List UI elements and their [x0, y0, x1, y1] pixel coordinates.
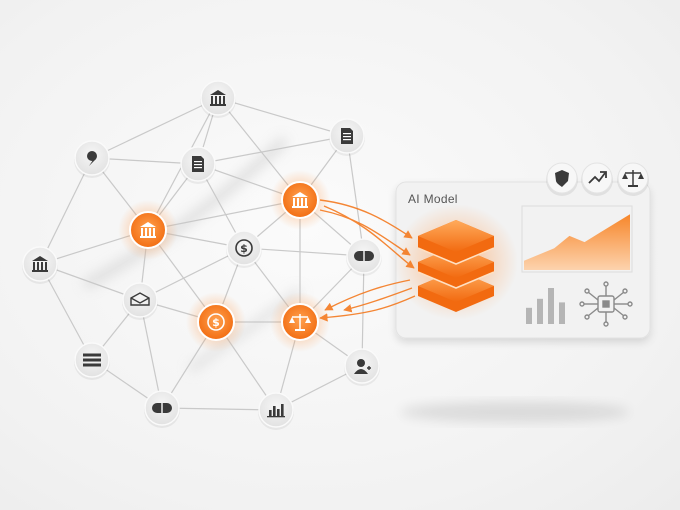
svg-text:$: $	[212, 316, 220, 329]
bar-chart-icon	[267, 404, 285, 418]
panel-area-chart	[521, 205, 633, 273]
dollar-icon: $	[207, 313, 225, 331]
network-edge	[161, 407, 277, 411]
node-bank-orange-left	[118, 200, 178, 260]
node-bank-top	[200, 80, 236, 118]
panel-title: AI Model	[408, 192, 458, 206]
bank-icon	[292, 192, 308, 208]
node-dollar-grey: $	[226, 230, 262, 268]
node-dollar-orange: $	[186, 292, 246, 352]
bank-icon	[32, 256, 48, 272]
network-edge	[139, 299, 163, 409]
chip-icon	[579, 281, 633, 327]
node-list	[74, 342, 110, 380]
document-icon	[192, 156, 204, 172]
flow-arrow-in-3	[323, 205, 415, 269]
model-layer-stack	[394, 204, 518, 320]
svg-text:$: $	[240, 242, 248, 255]
network-edge	[361, 255, 365, 367]
flow-arrow-in-1	[319, 199, 413, 239]
chat-bubble-icon	[87, 151, 97, 166]
node-scale-orange	[270, 292, 330, 352]
network-edge	[39, 263, 93, 361]
trend-up-icon	[588, 171, 607, 184]
node-user	[344, 348, 380, 386]
node-bank-orange-right	[270, 170, 330, 230]
flow-arrow-in-2	[319, 209, 411, 256]
node-pill-bottom	[144, 390, 180, 428]
area-series	[524, 214, 630, 270]
network-edge	[243, 247, 365, 257]
panel-icon-row	[546, 162, 649, 196]
network-edge	[139, 247, 245, 301]
panel-bar	[537, 298, 543, 324]
dollar-icon: $	[235, 239, 253, 257]
list-icon	[83, 353, 101, 367]
network-edge	[91, 97, 219, 159]
panel-icon-badge	[617, 162, 649, 196]
bank-icon	[140, 222, 156, 238]
network-edge	[217, 97, 348, 137]
flow-arrow-out-1	[343, 287, 413, 313]
node-box	[122, 282, 158, 320]
pill-icon	[152, 403, 172, 413]
bank-icon	[210, 90, 226, 106]
panel-icon-badge	[546, 162, 578, 196]
pill-icon	[354, 251, 374, 261]
panel-bar	[526, 307, 532, 324]
box-icon	[130, 292, 150, 306]
network-edge	[39, 157, 93, 265]
node-bank-left	[22, 246, 58, 284]
node-pill-right	[346, 238, 382, 276]
panel-bar	[548, 288, 554, 324]
network-edge	[346, 135, 365, 257]
node-chat	[74, 140, 110, 178]
panel-floor-shadow	[400, 402, 630, 422]
model-layer-top	[417, 220, 495, 265]
network-nodes: $$	[22, 80, 382, 430]
panel-bar	[559, 302, 565, 324]
flow-arrow-out-2	[319, 295, 416, 322]
document-icon	[341, 128, 353, 144]
scale-icon	[622, 170, 644, 187]
node-doc-mid	[180, 146, 216, 184]
data-flow-arrows	[319, 199, 416, 322]
flow-arrow-out-3	[324, 279, 411, 311]
network-edge	[197, 135, 348, 165]
node-chart	[258, 392, 294, 430]
user-icon	[354, 359, 371, 374]
shield-icon	[555, 170, 569, 187]
panel-icon-badge	[581, 162, 613, 196]
node-doc-topright	[329, 118, 365, 156]
panel-bar-chart	[526, 288, 565, 324]
scale-icon	[289, 314, 311, 331]
